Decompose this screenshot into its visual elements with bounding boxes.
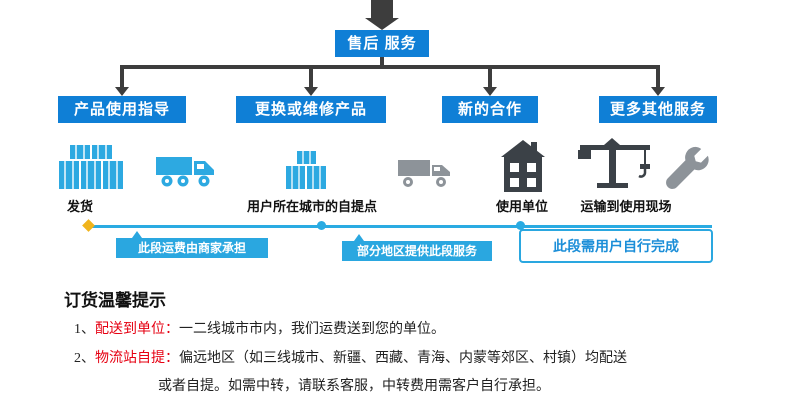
branch-line-1 <box>120 65 124 87</box>
truck-icon <box>156 150 216 190</box>
station-label-pickup-point: 用户所在城市的自提点 <box>246 199 377 214</box>
top-arrow-icon <box>365 18 399 30</box>
tip-2-text: 偏远地区（如三线城市、新疆、西藏、青海、内蒙等郊区、村镇）均配送 <box>179 351 627 366</box>
callout-notch-1 <box>132 231 142 238</box>
tip-1-number: 1、 <box>74 322 95 337</box>
station-label-user-unit: 使用单位 <box>495 199 548 214</box>
timeline-segment-partial: 部分地区提供此段服务 <box>342 241 492 261</box>
timeline-dot-2-icon <box>516 221 525 230</box>
wrench-icon <box>664 144 710 192</box>
tip-1-label: 配送到单位： <box>95 322 179 337</box>
branch-arrow-2-icon <box>304 87 318 96</box>
timeline-line <box>86 225 712 228</box>
branch-line-4 <box>656 65 660 87</box>
branch-box-new-cooperation: 新的合作 <box>442 96 538 123</box>
branch-box-replace-repair: 更换或维修产品 <box>236 96 386 123</box>
tip-2-number: 2、 <box>74 351 95 366</box>
tower-crane-icon <box>576 138 654 190</box>
cargo-boxes-icon <box>58 144 124 190</box>
tip-2-label: 物流站自提： <box>95 351 179 366</box>
station-label-shipping: 发货 <box>66 199 93 214</box>
callout-notch-2 <box>354 234 364 241</box>
timeline-dot-1-icon <box>317 221 326 230</box>
branch-line-3 <box>488 65 492 87</box>
cargo-boxes-small-icon <box>284 150 334 190</box>
branch-arrow-1-icon <box>115 87 129 96</box>
title-stem-line <box>380 57 384 67</box>
branch-box-product-guidance: 产品使用指导 <box>58 96 186 123</box>
timeline-segment-merchant: 此段运费由商家承担 <box>116 238 268 258</box>
tip-1-text: 一二线城市市内，我们运费送到您的单位。 <box>179 322 445 337</box>
tip-item-2-continued: 或者自提。如需中转，请联系客服，中转费用需客户自行承担。 <box>158 379 550 394</box>
station-label-transport-site: 运输到使用现场 <box>580 199 672 214</box>
branch-arrow-4-icon <box>651 87 665 96</box>
tip-item-2: 2、物流站自提：偏远地区（如三线城市、新疆、西藏、青海、内蒙等郊区、村镇）均配送 <box>74 347 627 367</box>
gray-truck-icon <box>398 156 452 190</box>
tips-heading: 订货温馨提示 <box>64 291 166 310</box>
timeline-segment-user: 此段需用户自行完成 <box>519 229 713 263</box>
branch-box-more-services: 更多其他服务 <box>599 96 717 123</box>
top-connector-line <box>371 0 393 18</box>
tip-item-1: 1、配送到单位：一二线城市市内，我们运费送到您的单位。 <box>74 318 445 338</box>
branch-horizontal-line <box>120 65 660 69</box>
branch-arrow-3-icon <box>483 87 497 96</box>
branch-line-2 <box>309 65 313 87</box>
timeline-start-marker-icon <box>82 219 95 232</box>
building-icon <box>500 140 546 192</box>
title-box: 售后 服务 <box>335 30 429 57</box>
